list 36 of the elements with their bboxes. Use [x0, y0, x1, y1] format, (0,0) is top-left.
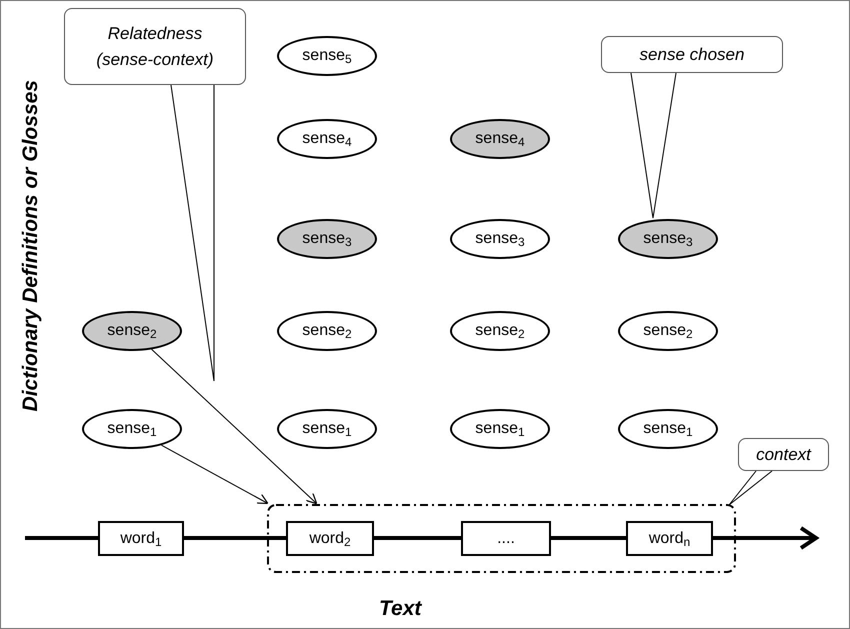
- word-box: [461, 521, 551, 556]
- sense-label: sense$_{3}$: [643, 229, 693, 249]
- callout-pointer: [170, 84, 214, 382]
- callout-box: [601, 36, 783, 73]
- word-box: [626, 521, 713, 556]
- arrow: [160, 444, 268, 504]
- sense-label: sense$_{3}$: [475, 229, 525, 249]
- sense-label: sense$_{3}$: [302, 229, 352, 249]
- callout-pointer: [630, 72, 676, 218]
- sense-label: sense$_{2}$: [302, 321, 352, 341]
- sense-label: sense$_{1}$: [475, 419, 525, 439]
- callout-text: context: [756, 444, 811, 466]
- sense-label: sense$_{2}$: [107, 321, 157, 341]
- word-label: word$_{n}$: [648, 528, 690, 548]
- callout-box: [738, 438, 829, 471]
- word-box: [286, 521, 374, 556]
- sense-label: sense$_{1}$: [302, 419, 352, 439]
- word-label: word$_{2}$: [309, 528, 351, 548]
- sense-label: sense$_{2}$: [475, 321, 525, 341]
- sense-label: sense$_{1}$: [107, 419, 157, 439]
- sense-label: sense$_{4}$: [302, 129, 352, 149]
- context-box: [267, 504, 736, 573]
- sense-label: sense$_{4}$: [475, 129, 525, 149]
- axis-label: Dictionary Definitions or Glosses: [18, 80, 44, 412]
- word-label: ....: [497, 528, 515, 548]
- sense-label: sense$_{1}$: [643, 419, 693, 439]
- callout-pointer: [728, 470, 772, 506]
- callout-text: Relatedness (sense-context): [95, 22, 215, 70]
- callout-text: sense chosen: [640, 44, 744, 66]
- word-label: word$_{1}$: [120, 528, 162, 548]
- callout-box: [64, 8, 246, 85]
- sense-label: sense$_{5}$: [302, 46, 352, 66]
- axis-label: Text: [379, 596, 422, 622]
- sense-label: sense$_{2}$: [643, 321, 693, 341]
- arrow: [151, 348, 318, 504]
- word-box: [98, 521, 184, 556]
